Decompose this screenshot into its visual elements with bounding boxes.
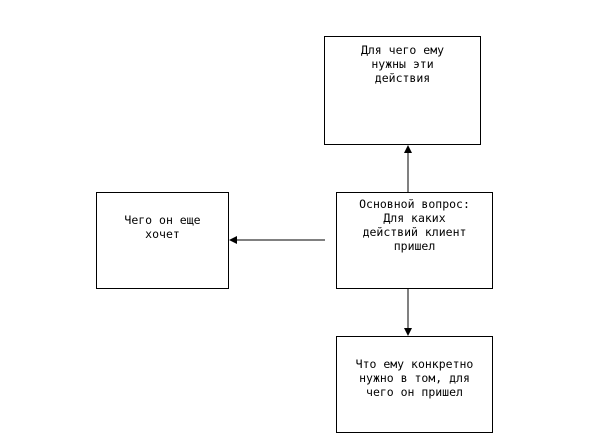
- box-specific-need-text: Что ему конкретно нужно в том, для чего …: [355, 357, 474, 399]
- box-what-else-wants-text: Чего он еще хочет: [124, 213, 201, 241]
- box-purpose-of-actions-text: Для чего ему нужны эти действия: [360, 43, 445, 85]
- box-specific-need: Что ему конкретно нужно в том, для чего …: [336, 336, 493, 433]
- box-purpose-of-actions: Для чего ему нужны эти действия: [324, 36, 481, 145]
- box-main-question-text: Основной вопрос: Для каких действий клие…: [359, 197, 470, 253]
- box-what-else-wants: Чего он еще хочет: [96, 192, 229, 289]
- box-main-question: Основной вопрос: Для каких действий клие…: [336, 192, 493, 289]
